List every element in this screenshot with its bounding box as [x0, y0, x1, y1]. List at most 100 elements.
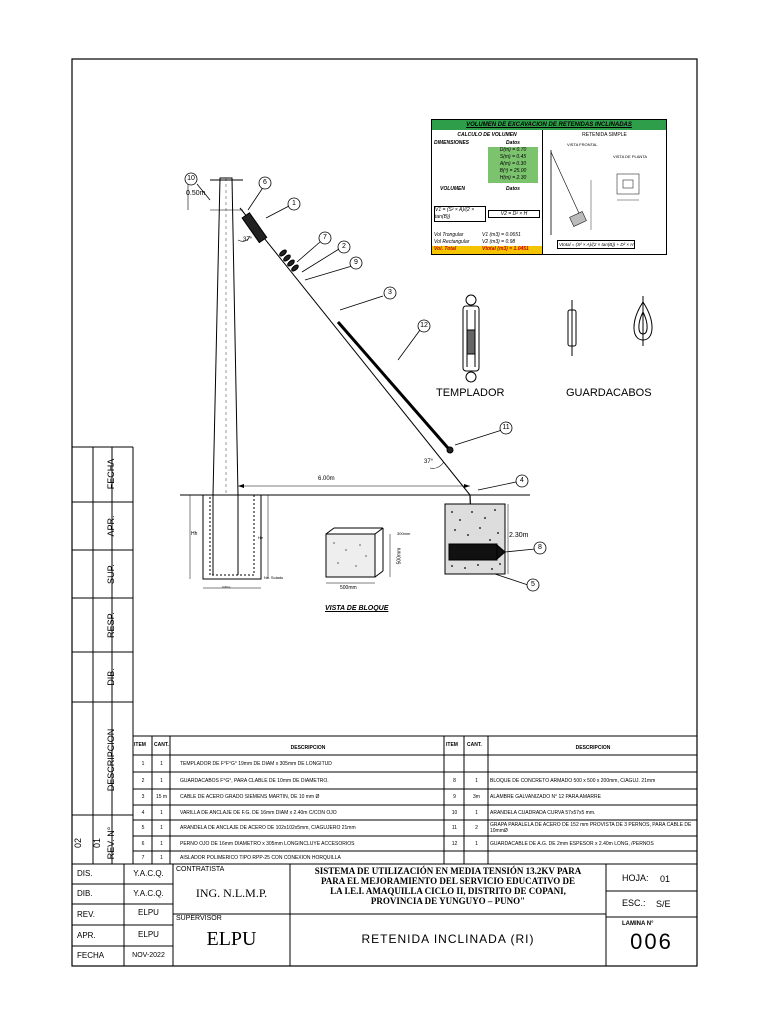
dims-list: D(m) = 0.70 S(m) = 0.45 A(m) = 0.30 B(º)…	[488, 147, 538, 183]
mat-header-cant-right: CANT.	[467, 742, 482, 748]
mat-right-item: 9	[453, 794, 456, 800]
dim-d: D(m) = 0.70	[499, 147, 527, 153]
block-view	[325, 527, 391, 584]
dib-value: Y.A.C.Q.	[133, 889, 164, 898]
rev-col-sup: SUP.	[106, 564, 116, 584]
mat-left-item: 3	[141, 794, 145, 800]
mat-right-desc: BLOQUE DE CONCRETO ARMADO 500 x 500 x 20…	[490, 777, 656, 784]
dim-500mm-vertical-label: 500mm	[396, 547, 403, 565]
mat-right-desc: GUARDACABLE DE A.G. DE 2mm ESPESOR x 2.4…	[490, 840, 654, 847]
wire-fittings	[241, 212, 454, 454]
callout-leaders	[184, 172, 547, 592]
mat-right-item: 12	[451, 840, 458, 847]
mat-header-item-left: ITEM	[134, 742, 146, 748]
guardacabos-straight-detail	[567, 300, 577, 356]
vol-total-row: Vol. Total Vtotal (m3) = 1.0451	[432, 246, 542, 254]
mat-header-desc-left: DESCRIPCION	[290, 745, 326, 751]
mat-header-cant-left: CANT.	[154, 742, 169, 748]
project-line-2: PARA EL MEJORAMIENTO DEL SERVICIO EDUCAT…	[320, 876, 576, 886]
mat-left-desc: AISLADOR POLIMERICO TIPO RPP-25 CON CONE…	[180, 854, 341, 861]
dim-a: A(m) = 0.30	[499, 161, 527, 167]
mat-left-cant: 15 m	[155, 794, 168, 800]
retenida-simple-label: RETENIDA SIMPLE	[582, 132, 627, 138]
mat-right-cant: 1	[475, 809, 478, 816]
contratista-value: ING. N.L.M.P.	[195, 886, 268, 900]
callout-8: 8	[538, 544, 542, 551]
mat-right-item: 10	[451, 809, 458, 816]
vol-row-1-value: V1 (m3) = 0.0651	[482, 232, 521, 238]
dim-500mm-horizontal-label: 500mm	[340, 585, 357, 591]
mat-left-cant: 1	[160, 854, 163, 861]
volume-header: VOLUMEN	[440, 186, 465, 192]
mat-left-cant: 1	[160, 825, 163, 831]
mat-right-cant: 3m	[473, 794, 480, 800]
mat-right-desc: ALAMBRE GALVANIZADO N° 12 PARA AMARRE	[490, 794, 601, 800]
project-line-4: PROVINCIA DE YUNGUYO – PUNO"	[370, 896, 526, 906]
project-line-3: LA I.E.I. AMAQUILLA CICLO II, DISTRITO D…	[330, 886, 566, 896]
vol-row-2-label: Vol Rectangular	[434, 239, 470, 245]
vista-bloque-label: VISTA DE BLOQUE	[325, 605, 389, 612]
apr-label: APR.	[77, 931, 96, 940]
mat-left-desc: PERNO OJO DE 16mm DIAMETRO x 305mm LONGI…	[180, 840, 355, 847]
lamina-value: 006	[630, 929, 673, 954]
rev-label: REV.	[77, 910, 95, 919]
base-dim-label: 0.80m	[222, 585, 231, 589]
guardacabos-label: GUARDACABOS	[566, 387, 652, 399]
rev-col-rev-n: REV. N°	[106, 826, 116, 860]
callout-3: 3	[388, 289, 392, 296]
dim-s: S(m) = 0.45	[499, 154, 527, 160]
volume-table-title: VOLUMEN DE EXCAVACION DE RETENIDAS INCLI…	[432, 120, 666, 130]
vol-row-1-label: Vol Trongular	[434, 232, 464, 238]
dim-050-label: 0.50m	[186, 190, 206, 197]
data-header: Datos	[506, 140, 520, 146]
mat-left-item: 7	[141, 854, 145, 861]
dim-300mm-label: 300mm	[397, 531, 411, 536]
calc-label: CALCULO DE VOLUMEN	[457, 132, 517, 138]
angle-bottom-label: 37°	[424, 459, 434, 465]
vista-frontal-label: VISTA FRONTAL	[567, 142, 598, 147]
callout-12: 12	[420, 322, 428, 329]
he-label: He	[258, 535, 264, 540]
rev-col-apr: APR.	[106, 515, 116, 537]
callout-10: 10	[187, 175, 195, 182]
drawing-title: RETENIDA INCLINADA (RI)	[361, 932, 535, 946]
callout-11: 11	[502, 424, 510, 431]
rev-col-dib: DIB.	[106, 668, 116, 686]
mat-right-desc: GRAPA PARALELA DE ACERO DE 152 mm PROVIS…	[490, 822, 692, 834]
mat-right-desc: ARANDELA CUADRADA CURVA 57x57x5 mm.	[490, 809, 596, 816]
mat-left-desc: VARILLA DE ANCLAJE DE F.G. DE 16mm DIAM …	[180, 809, 337, 816]
mat-left-cant: 1	[160, 809, 163, 816]
dib-label: DIB.	[77, 889, 93, 898]
fecha-value: NOV-2022	[132, 952, 165, 959]
project-line-1: SISTEMA DE UTILIZACIÓN EN MEDIA TENSIÓN …	[314, 866, 582, 876]
contratista-label: CONTRATISTA	[176, 866, 225, 873]
volume-table: VOLUMEN DE EXCAVACION DE RETENIDAS INCLI…	[431, 119, 667, 255]
vista-planta-label: VISTA DE PLANTA	[613, 154, 648, 159]
angle-top-label: 37°	[243, 237, 253, 243]
retenida-sketch	[550, 150, 640, 235]
rev-number-01: 01	[92, 838, 102, 849]
vol-row-3-label: Vol. Total	[434, 246, 457, 252]
mat-right-item: 8	[453, 777, 456, 784]
volume-data-header: Datos	[506, 186, 520, 192]
callout-5: 5	[531, 581, 535, 588]
callout-7: 7	[323, 234, 327, 241]
lamina-label: LAMINA N°	[622, 921, 654, 927]
mat-left-cant: 1	[160, 760, 163, 767]
hoja-value: 01	[660, 874, 671, 884]
mat-left-cant: 1	[160, 840, 163, 847]
supervisor-value: ELPU	[206, 928, 257, 950]
mat-left-desc: TEMPLADOR DE F°F°G° 19mm DE DIAM x 305mm…	[180, 760, 332, 767]
vol-row-2-value: V2 (m3) = 0.98	[482, 239, 516, 245]
mat-left-item: 2	[141, 777, 145, 784]
guardacabos-thimble-detail	[633, 296, 653, 346]
rev-col-fecha: FECHA	[106, 458, 116, 490]
mat-left-item: 4	[141, 809, 145, 816]
callout-2: 2	[342, 243, 346, 250]
mat-left-cant: 1	[160, 777, 163, 784]
rev-col-descripcion: DESCRIPCION	[106, 728, 116, 792]
mat-right-cant: 1	[475, 840, 478, 847]
supervisor-label: SUPERVISOR	[176, 915, 222, 922]
mat-left-desc: GUARDACABOS F°G°, PARA CLABLE DE 10mm DE…	[180, 777, 329, 784]
